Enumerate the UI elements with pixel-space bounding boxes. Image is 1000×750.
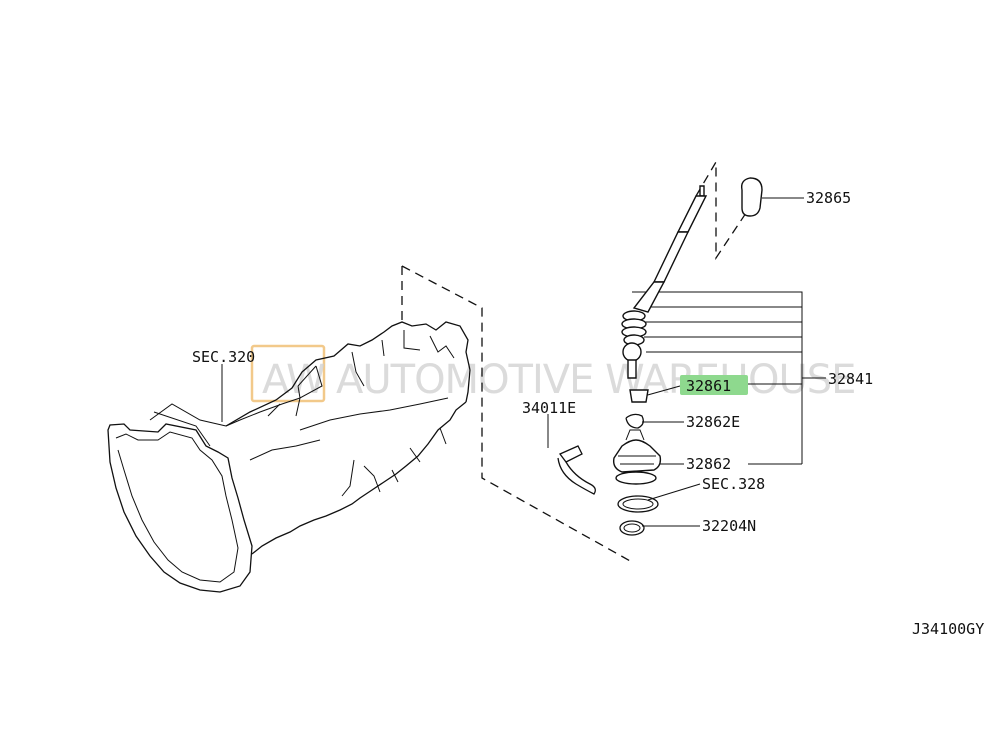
transmission-drawing [107,321,471,593]
label-sec-328[interactable]: SEC.328 [702,475,765,493]
label-34011e[interactable]: 34011E [522,399,576,417]
label-32861-highlight [680,375,748,395]
part-labels: SEC.320 32865 32841 32861 32862E 34011E … [192,189,984,638]
watermark-text: AUTOMOTIVE WAREHOUSE [336,357,855,403]
label-32841[interactable]: 32841 [828,370,873,388]
watermark-logo-box [250,344,326,403]
watermark-logo-text: AW [262,357,325,403]
watermark: AW AUTOMOTIVE WAREHOUSE [250,344,856,403]
diagram-code: J34100GY [912,620,984,638]
label-32862[interactable]: 32862 [686,455,731,473]
label-32862e[interactable]: 32862E [686,413,740,431]
label-sec-320[interactable]: SEC.320 [192,348,255,366]
label-32861[interactable]: 32861 [686,377,731,395]
shift-lever-drawing [557,177,763,536]
label-32865[interactable]: 32865 [806,189,851,207]
label-32204n[interactable]: 32204N [702,517,756,535]
leader-lines [221,159,826,563]
